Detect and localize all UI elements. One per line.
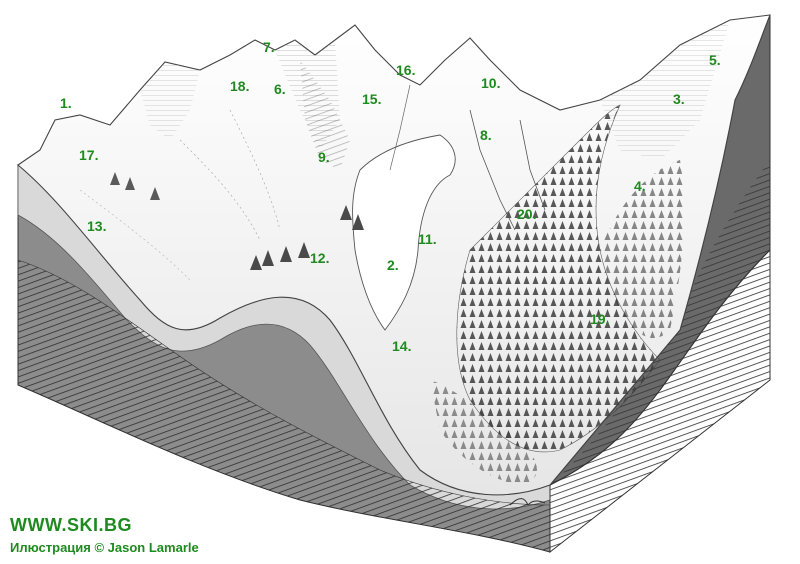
ridge-shading-right [600, 20, 730, 160]
gully-line [469, 109, 516, 231]
forest-lower [430, 380, 537, 485]
terrain-label-8: 8. [480, 127, 492, 143]
site-watermark: WWW.SKI.BG [10, 515, 132, 535]
cross-section-dark-stratum [17, 259, 551, 553]
cross-section-corner-face [549, 248, 771, 554]
terrain-label-9: 9. [318, 149, 330, 165]
central-ridge [352, 134, 456, 331]
tree-cluster [110, 172, 160, 200]
terrain-label-20: 20. [517, 206, 537, 222]
terrain-label-10: 10. [481, 75, 501, 91]
ridge-shading-left [140, 62, 200, 140]
terrain-label-3: 3. [673, 91, 685, 107]
gully-line [519, 119, 546, 211]
terrain-label-18: 18. [230, 78, 250, 94]
terrain-label-16: 16. [396, 62, 416, 78]
slope-contour [229, 109, 281, 231]
cliff-shading [300, 60, 350, 170]
cross-section-side-hatch [550, 160, 770, 485]
slope-contour [79, 189, 191, 281]
terrain-label-4: 4. [634, 178, 646, 194]
terrain-label-14: 14. [392, 338, 412, 354]
terrain-label-2: 2. [387, 257, 399, 273]
terrain-label-7: 7. [263, 39, 275, 55]
illustration-credit: Илюстрация © Jason Lamarle [10, 540, 199, 555]
artist-signature [509, 498, 546, 506]
terrain-label-13: 13. [87, 218, 107, 234]
terrain-label-11: 11. [418, 231, 437, 247]
terrain-label-19: 19. [590, 311, 610, 327]
terrain-label-17: 17. [79, 147, 99, 163]
terrain-label-12: 12. [310, 250, 330, 266]
terrain-label-6: 6. [274, 81, 286, 97]
terrain-label-5: 5. [709, 52, 721, 68]
gully-line [389, 84, 411, 171]
forest-right-slope [600, 160, 685, 339]
tree-cluster [250, 205, 364, 270]
terrain-label-1: 1. [60, 95, 72, 111]
terrain-label-15: 15. [362, 91, 382, 107]
